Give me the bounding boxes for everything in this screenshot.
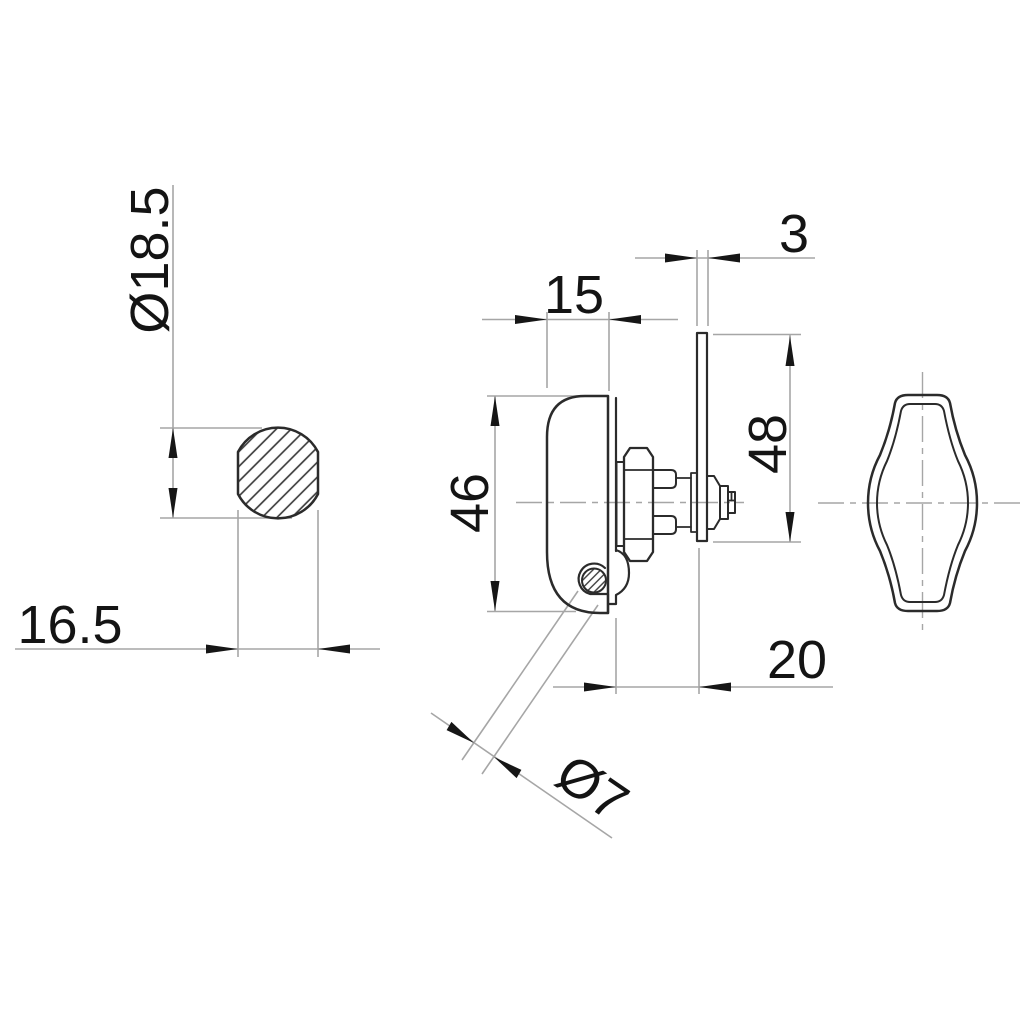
dim-label-body-height: 46 [440,473,500,533]
dim-label-cam-flat-width: 16.5 [17,595,122,655]
arrow-pin-diameter-upper [446,721,474,743]
cam-retainer-neck-bottom [706,518,721,530]
dim-label-grip-length: 20 [767,630,827,690]
arrow-plate-length-top [785,336,795,366]
arrow-plate-thickness-left [665,253,697,263]
arrow-body-height-top [490,396,500,426]
ext-line-pin-diameter-a [461,590,579,761]
arrow-plate-thickness-right [708,253,740,263]
pin-hook [606,548,631,606]
wing-knob-outer [866,393,979,613]
arrow-body-height-bottom [490,581,500,611]
ext-line-pin-diameter-b [481,604,599,775]
arrow-cam-diameter-bottom [168,488,178,518]
wing-knob-inner [876,403,969,603]
cam-plate [695,331,709,543]
dimension-lines [15,185,1022,839]
dim-label-plate-thickness: 3 [779,204,809,264]
arrow-grip-length-right [699,682,731,692]
arrow-pin-diameter-lower [494,757,522,779]
cam-retainer-cap [719,485,729,520]
dimension-labels: Ø18.5 16.5 15 3 46 48 20 Ø7 [17,186,827,833]
dim-label-knob-depth: 15 [544,265,604,325]
pin-pocket [577,562,610,615]
arrow-grip-length-left [584,682,616,692]
dimension-arrowheads [168,253,795,779]
thread-block-lower [652,515,677,535]
latch-pin [581,567,607,594]
arrow-knob-depth-right [609,315,641,324]
arrow-plate-length-bottom [785,512,795,542]
dim-label-plate-length: 48 [738,414,798,474]
dim-label-pin-diameter: Ø7 [546,743,639,833]
arrow-knob-depth-left [515,315,547,324]
arrow-cam-flat-right [318,644,350,654]
hex-nut [622,446,655,563]
arrow-cam-diameter-top [168,428,178,458]
cam-section-outline [236,426,320,520]
knob-profile [545,394,610,615]
thread-block-upper [652,469,677,489]
object-geometry [236,331,979,615]
dim-label-cam-diameter: Ø18.5 [120,186,180,333]
arrow-cam-flat-left [206,644,238,654]
cam-retainer-neck-top [706,475,721,487]
